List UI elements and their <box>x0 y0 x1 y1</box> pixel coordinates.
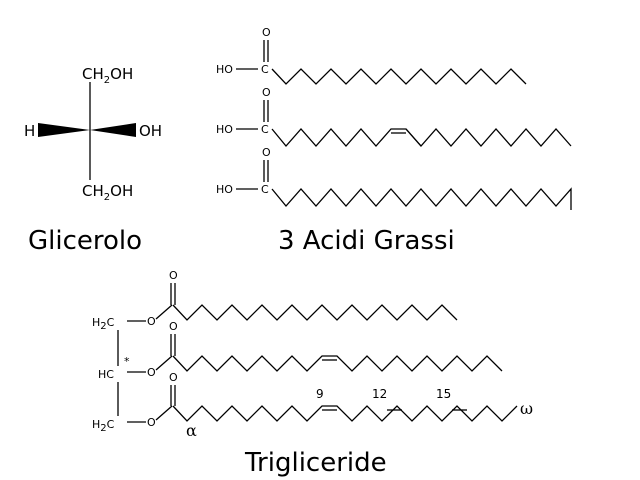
acid1-hydroxyl: HO <box>216 63 233 76</box>
acid1-chain <box>271 68 527 85</box>
ester3-oxygen: O <box>147 416 156 429</box>
glycerol-wedge-left <box>38 123 90 137</box>
trig-alpha-label: α <box>186 421 197 440</box>
glycerol-h-atom: H <box>24 122 35 140</box>
ester1-oxygen: O <box>147 315 156 328</box>
trig-ester-1: O O <box>127 269 458 328</box>
trig-ester-3: O O α 9 12 15 ω <box>127 371 533 440</box>
ester1-o-c <box>155 304 173 320</box>
trig-hc-middle: HC <box>98 368 114 381</box>
trig-position-12: 12 <box>372 387 387 401</box>
acid3-hydroxyl: HO <box>216 183 233 196</box>
fatty-acids-structures: O HO C O HO C O HO C <box>216 26 572 210</box>
fatty-acid-1: O HO C <box>216 26 527 85</box>
acid3-carbonyl-oxygen: O <box>262 146 271 159</box>
acid3-chain <box>271 187 572 210</box>
trig-position-9: 9 <box>316 387 324 401</box>
acid2-carbonyl-oxygen: O <box>262 86 271 99</box>
fatty-acid-2: O HO C <box>216 86 572 148</box>
triglyceride-structure: H2C HC * H2C O O O O <box>92 269 533 440</box>
trig-h2c-bottom: H2C <box>92 418 115 434</box>
trig-omega-label: ω <box>520 399 533 418</box>
ester2-o-c <box>155 355 173 371</box>
trig-position-15: 15 <box>436 387 451 401</box>
acid2-hydroxyl: HO <box>216 123 233 136</box>
ester3-o-c <box>155 405 173 421</box>
ester2-carbonyl-oxygen: O <box>169 320 178 333</box>
trig-ester-2: O O <box>127 320 503 379</box>
caption-glycerol: Glicerolo <box>28 226 142 256</box>
fatty-acid-3: O HO C <box>216 146 572 210</box>
trig-chain-1 <box>172 304 458 321</box>
caption-fatty-acids: 3 Acidi Grassi <box>278 226 455 256</box>
acid2-chain <box>271 128 572 148</box>
ester1-carbonyl-oxygen: O <box>169 269 178 282</box>
acid1-carbonyl-oxygen: O <box>262 26 271 39</box>
trig-h2c-top: H2C <box>92 316 115 332</box>
ester3-carbonyl-oxygen: O <box>169 371 178 384</box>
glycerol-top-group: CH2OH <box>82 65 133 86</box>
glycerol-structure: CH2OH H OH CH2OH <box>24 65 162 203</box>
caption-triglyceride: Trigliceride <box>244 448 387 478</box>
ester2-oxygen: O <box>147 366 156 379</box>
acid2-carbon: C <box>261 123 269 136</box>
acid3-carbon: C <box>261 183 269 196</box>
glycerol-bottom-group: CH2OH <box>82 182 133 203</box>
glycerol-oh-atom: OH <box>139 122 162 140</box>
trig-chain-2 <box>172 355 503 372</box>
trig-chain-3 <box>172 405 518 422</box>
acid1-carbon: C <box>261 63 269 76</box>
glycerol-wedge-right <box>90 123 136 137</box>
acid2-link <box>405 128 422 147</box>
trig-chiral-mark: * <box>124 355 130 368</box>
